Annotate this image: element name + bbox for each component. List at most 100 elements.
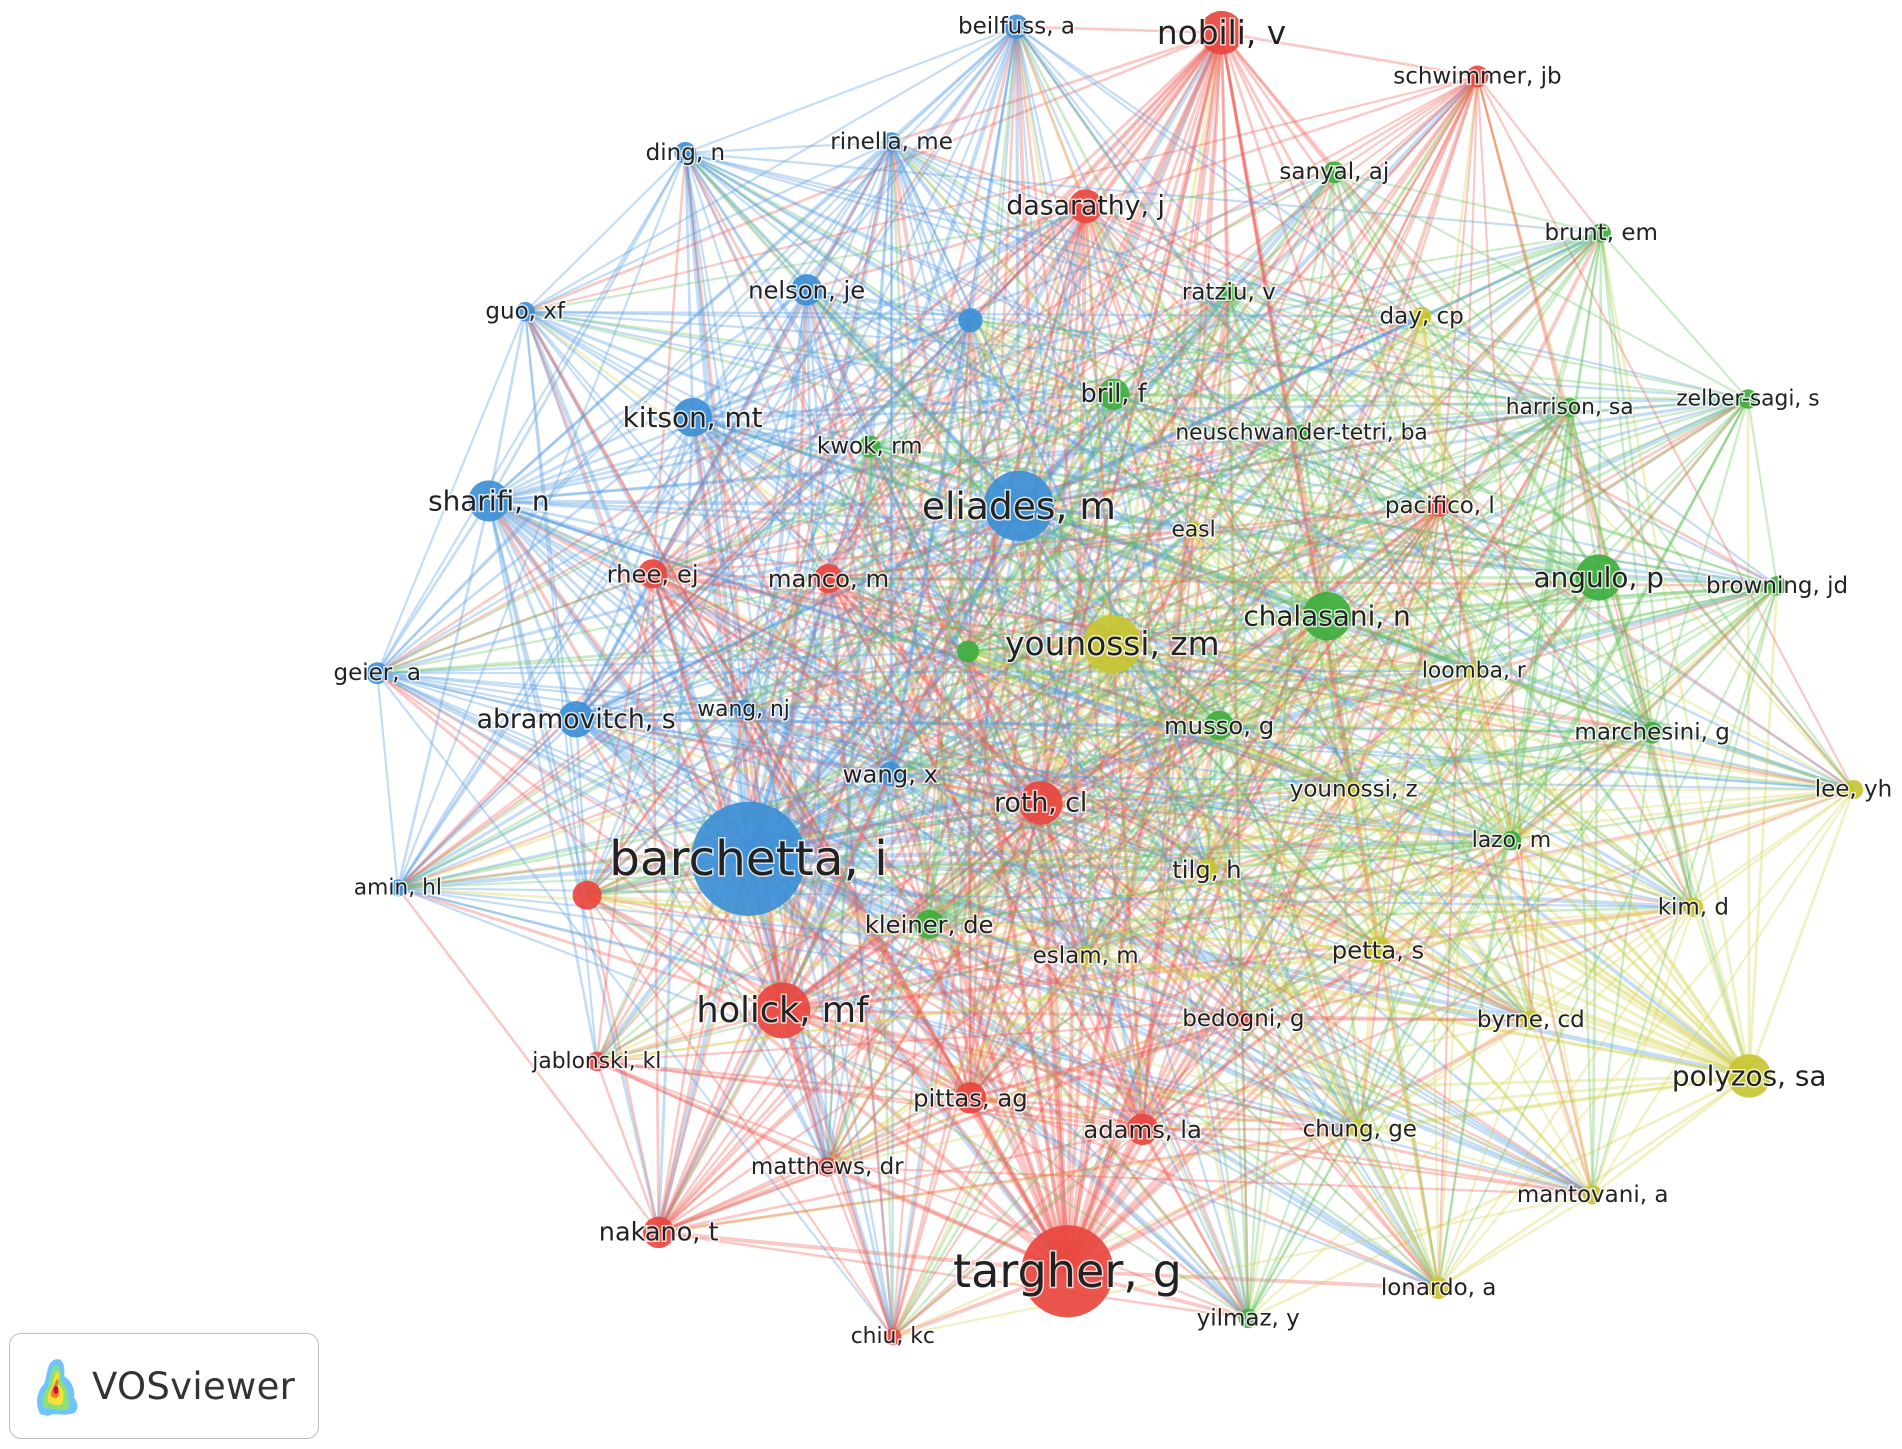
node-unlabeled[interactable]	[958, 308, 983, 333]
node-rhee-ej[interactable]	[638, 559, 668, 589]
network-edge	[928, 615, 1328, 926]
network-edge	[1084, 31, 1223, 208]
node-rinella-me[interactable]	[881, 132, 902, 152]
node-pittas-ag[interactable]	[954, 1082, 987, 1114]
node-adams-la[interactable]	[1126, 1113, 1159, 1146]
node-guo-xf[interactable]	[515, 302, 535, 322]
node-geier-a[interactable]	[366, 662, 389, 685]
network-edge	[1325, 316, 1423, 617]
node-roth-cl[interactable]	[1018, 781, 1063, 825]
network-edge	[651, 573, 972, 1099]
node-chalasani-n[interactable]	[1302, 591, 1352, 641]
node-lee-yh[interactable]	[1843, 779, 1864, 800]
node-pacifico-l[interactable]	[1428, 494, 1451, 517]
network-edge	[1112, 394, 1250, 1319]
node-harrison-sa[interactable]	[1559, 397, 1580, 418]
node-kleiner-de[interactable]	[914, 909, 944, 939]
node-matthews-dr[interactable]	[817, 1157, 837, 1177]
node-younossi-z[interactable]	[1344, 779, 1364, 800]
node-unlabeled[interactable]	[572, 880, 602, 910]
node-younossi-zm[interactable]	[1083, 614, 1142, 674]
network-edge	[891, 31, 1222, 144]
network-edge	[1065, 232, 1603, 1273]
node-label: eliades, m	[922, 484, 1116, 528]
node-yilmaz-y[interactable]	[1238, 1308, 1258, 1329]
network-edge	[487, 500, 829, 1168]
node-lazo-m[interactable]	[1501, 830, 1522, 851]
node-brunt-em[interactable]	[1591, 223, 1611, 243]
network-edge	[826, 446, 871, 1167]
node-sharifi-n[interactable]	[468, 480, 510, 522]
node-beilfuss-a[interactable]	[1004, 14, 1029, 39]
node-chiu-kc[interactable]	[884, 1328, 902, 1346]
node-easl[interactable]	[1185, 521, 1203, 539]
node-manco-m[interactable]	[813, 564, 844, 594]
node-bedogni-g[interactable]	[1234, 1010, 1252, 1028]
network-edge	[1352, 788, 1532, 1021]
network-edge	[868, 445, 1220, 727]
node-neuschwander-tetri-ba[interactable]	[1293, 424, 1311, 442]
node-amin-hl[interactable]	[389, 879, 407, 897]
node-kim-d[interactable]	[1683, 897, 1704, 918]
network-edge	[781, 801, 1042, 1012]
node-wang-nj[interactable]	[733, 699, 754, 720]
node-eliades-m[interactable]	[983, 470, 1055, 542]
network-edge	[691, 416, 1042, 805]
network-edge	[585, 893, 1069, 1273]
node-kwok-rm[interactable]	[858, 435, 881, 458]
node-barchetta-i[interactable]	[691, 801, 806, 916]
node-dasarathy-j[interactable]	[1068, 189, 1103, 224]
node-tilg-h[interactable]	[1196, 858, 1218, 881]
node-petta-s[interactable]	[1364, 936, 1392, 964]
node-ratziu-v[interactable]	[1219, 282, 1239, 303]
network-edge	[1420, 316, 1695, 908]
network-edge	[652, 572, 1854, 791]
network-edge	[827, 319, 972, 580]
network-edge	[1110, 291, 1231, 645]
node-browning-jd[interactable]	[1767, 576, 1787, 596]
network-edge	[1040, 788, 1354, 805]
node-nakano-t[interactable]	[642, 1216, 675, 1249]
node-chung-ge[interactable]	[1350, 1119, 1370, 1140]
node-jablonski-kl[interactable]	[587, 1051, 607, 1072]
node-byrne-cd[interactable]	[1521, 1010, 1541, 1030]
node-day-cp[interactable]	[1411, 306, 1432, 327]
node-sanyal-aj[interactable]	[1323, 161, 1346, 184]
node-unlabeled[interactable]	[957, 640, 979, 663]
node-nelson-je[interactable]	[790, 274, 823, 306]
node-marchesini-g[interactable]	[1641, 721, 1664, 744]
node-loomba-r[interactable]	[1465, 662, 1483, 680]
network-edge	[525, 310, 1749, 401]
node-targher-g[interactable]	[1021, 1225, 1114, 1318]
node-lonardo-a[interactable]	[1427, 1277, 1450, 1300]
network-edge	[1084, 205, 1513, 842]
node-label: kim, d	[1658, 894, 1729, 920]
node-eslam-m[interactable]	[1075, 946, 1096, 966]
node-musso-g[interactable]	[1204, 710, 1234, 740]
network-edge	[806, 288, 1855, 791]
network-edge	[1437, 407, 1571, 1289]
network-edge	[488, 499, 1019, 508]
node-zelber-sagi-s[interactable]	[1738, 389, 1758, 409]
node-ding-n[interactable]	[674, 141, 697, 164]
node-label: tilg, h	[1172, 855, 1241, 884]
node-kitson-mt[interactable]	[673, 397, 713, 437]
network-edge	[828, 528, 1194, 580]
node-wang-x[interactable]	[878, 761, 903, 787]
network-edge	[827, 577, 1750, 1078]
node-bril-f[interactable]	[1097, 378, 1130, 410]
network-edge	[1015, 26, 1475, 672]
node-schwimmer-jb[interactable]	[1466, 65, 1489, 88]
network-edge	[966, 650, 1144, 1130]
node-abramovitch-s[interactable]	[557, 701, 595, 738]
network-edge	[928, 923, 1250, 1320]
network-edge	[658, 948, 1379, 1234]
node-nobili-v[interactable]	[1199, 10, 1244, 55]
node-label: lazo, m	[1472, 828, 1551, 853]
network-edge	[1039, 504, 1441, 805]
node-angulo-p[interactable]	[1575, 554, 1622, 601]
network-edge	[656, 858, 751, 1233]
node-holick-mf[interactable]	[754, 982, 811, 1039]
node-polyzos-sa[interactable]	[1727, 1054, 1771, 1098]
node-mantovani-a[interactable]	[1582, 1185, 1603, 1205]
